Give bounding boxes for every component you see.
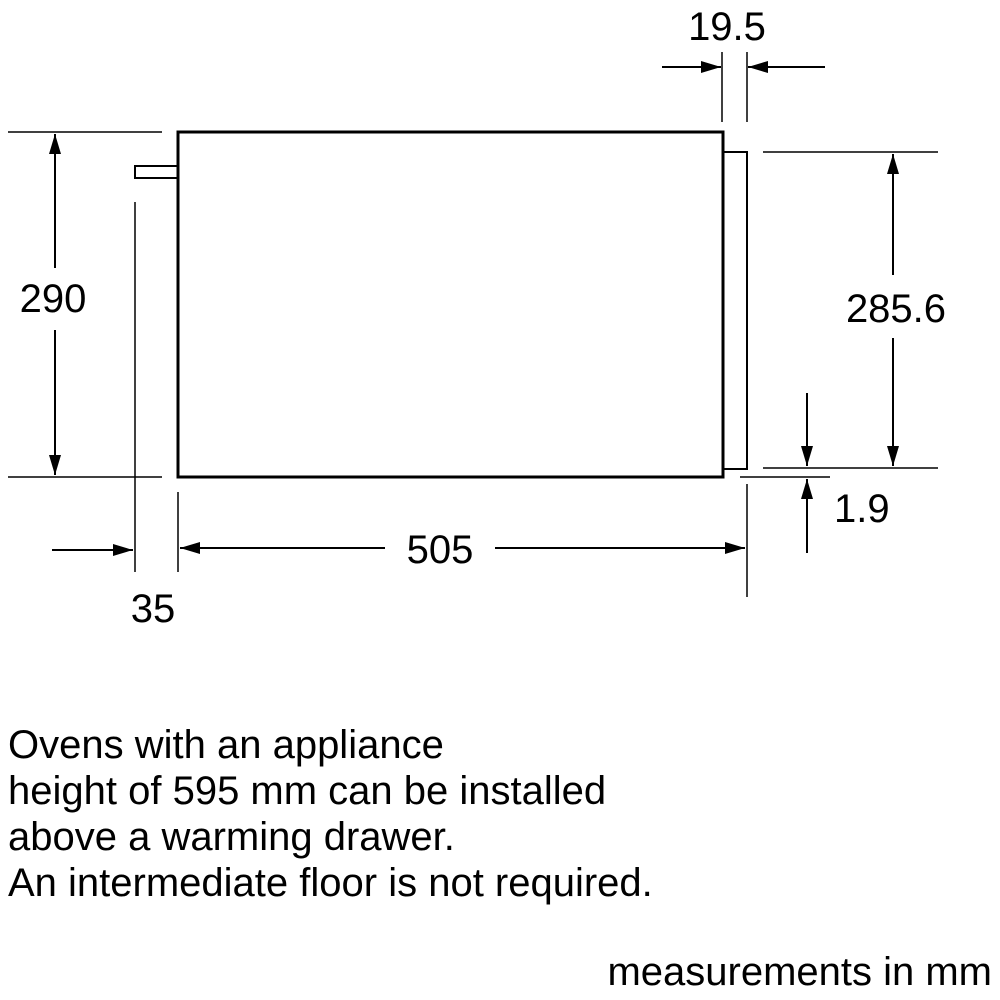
appliance-front-panel xyxy=(722,151,748,470)
installation-note-line: An intermediate floor is not required. xyxy=(8,861,653,905)
dimension-label-front-height: 285.6 xyxy=(846,287,946,331)
appliance-body xyxy=(176,130,725,479)
dimension-label-rear-offset: 35 xyxy=(131,587,176,631)
units-label: measurements in mm xyxy=(607,950,992,994)
dimension-label-front-depth: 19.5 xyxy=(688,5,766,49)
dimension-label-bottom-offset: 1.9 xyxy=(834,487,890,531)
rear-connector xyxy=(134,165,179,179)
dimension-label-height-total: 290 xyxy=(20,277,87,321)
installation-note-line: Ovens with an appliance xyxy=(8,723,444,767)
installation-note-line: above a warming drawer. xyxy=(8,815,455,859)
dimension-label-depth: 505 xyxy=(407,528,474,572)
installation-note: Ovens with an appliance height of 595 mm… xyxy=(8,722,653,906)
warming-drawer-dimension-diagram: 290 19.5 285.6 1.9 505 35 xyxy=(8,5,946,631)
installation-note-line: height of 595 mm can be installed xyxy=(8,769,607,813)
extension-lines xyxy=(8,52,938,597)
